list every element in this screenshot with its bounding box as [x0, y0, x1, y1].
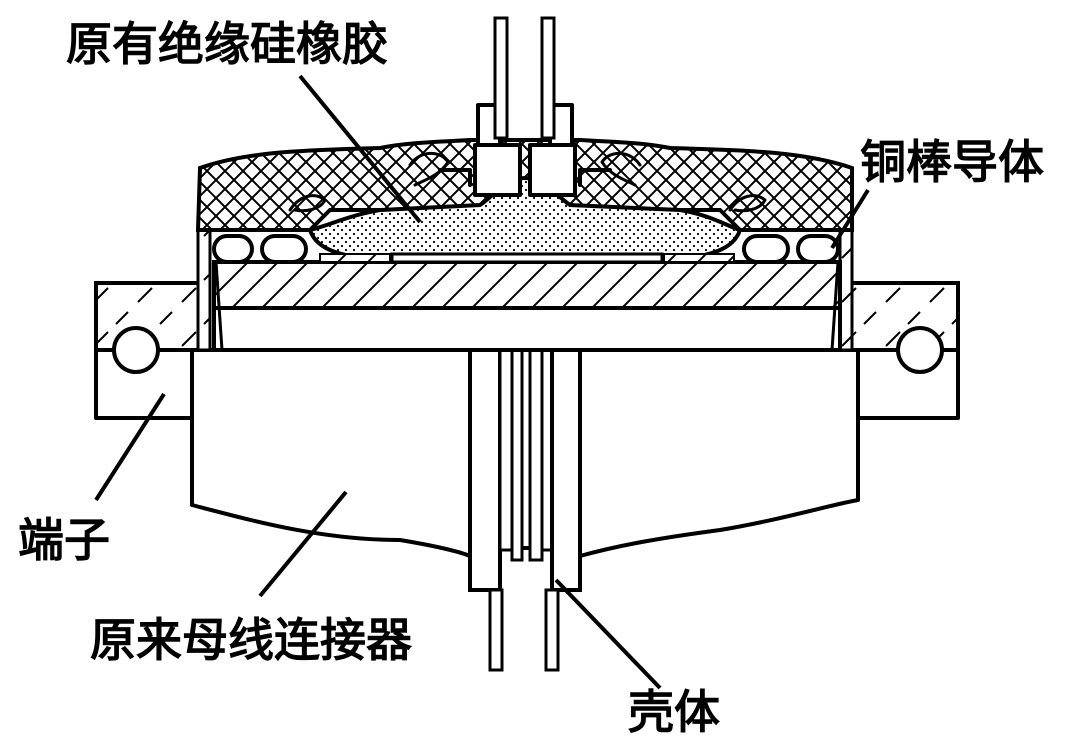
- label-copper-rod: 铜棒导体: [860, 135, 1044, 189]
- leader-lines: [94, 74, 870, 690]
- connector-body: [190, 348, 860, 558]
- copper-plate: [212, 260, 842, 310]
- plate-gap: [212, 306, 842, 352]
- label-busbar-connector: 原来母线连接器: [90, 613, 413, 667]
- top-leads: [493, 16, 556, 140]
- o-rings: [212, 234, 840, 264]
- spring-clips: [288, 151, 767, 213]
- terminal-hole-left: [112, 326, 160, 374]
- label-terminal: 端子: [18, 513, 110, 567]
- label-housing: 壳体: [628, 685, 720, 739]
- terminal-hole-right: [896, 326, 944, 374]
- label-silicone-rubber: 原有绝缘硅橡胶: [66, 17, 388, 71]
